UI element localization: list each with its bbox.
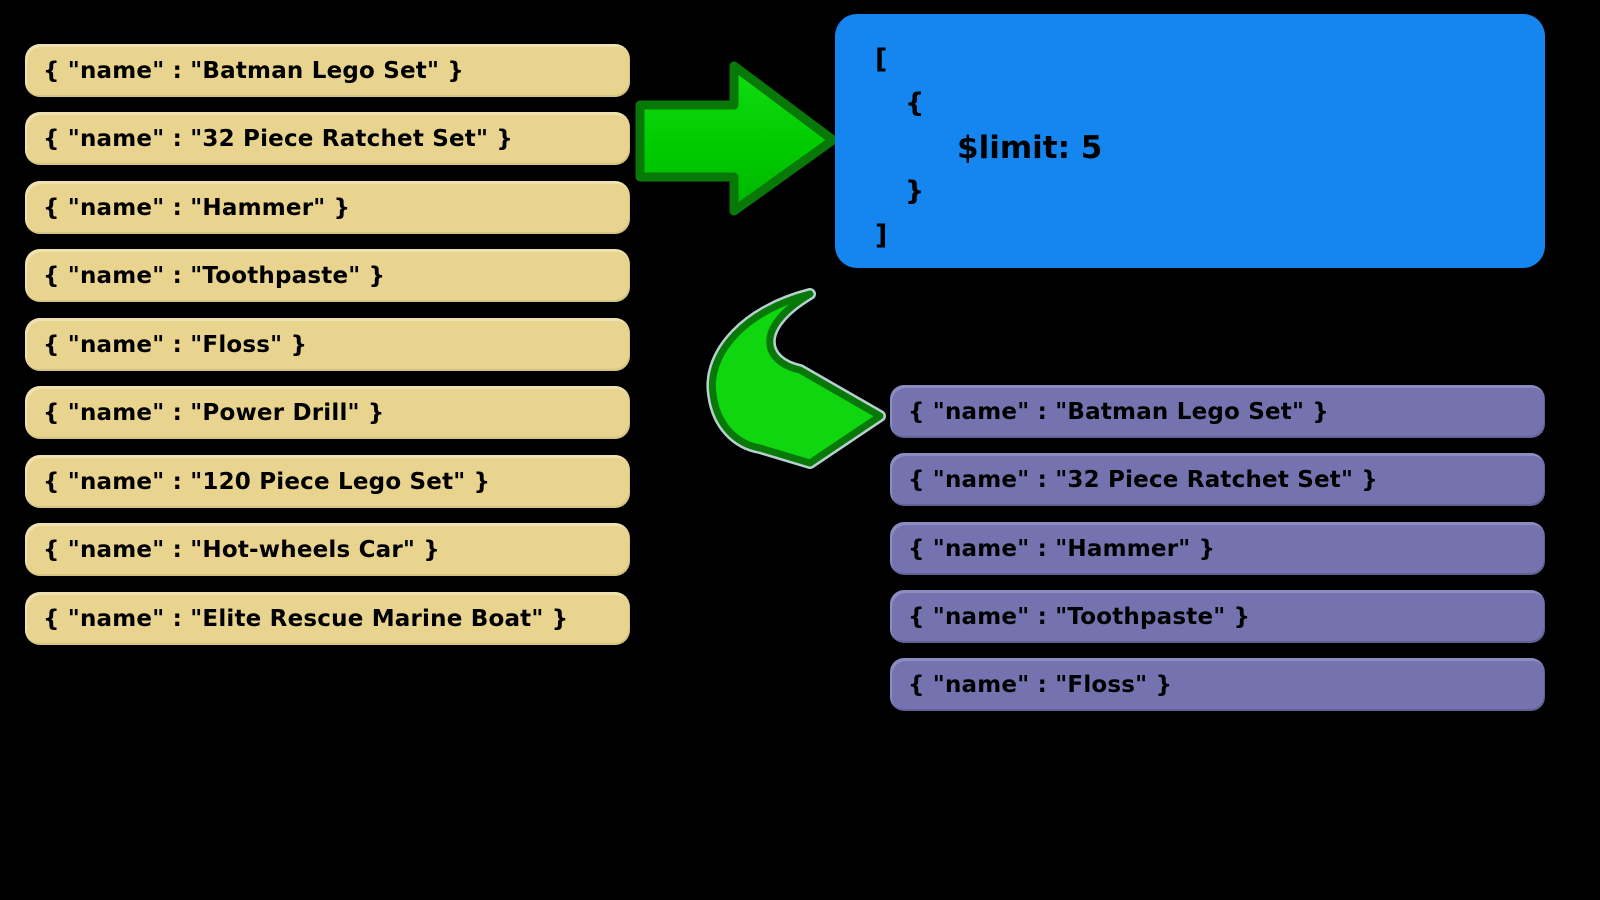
pipeline-box: [ { $limit: 5 } ] [835,14,1545,268]
right-arrow-icon [635,61,838,216]
output-document: { "name" : "Toothpaste" } [890,590,1545,643]
output-document: { "name" : "32 Piece Ratchet Set" } [890,453,1545,506]
curved-arrow-icon [706,288,886,469]
input-document: { "name" : "32 Piece Ratchet Set" } [25,112,630,165]
input-document: { "name" : "Power Drill" } [25,386,630,439]
input-document: { "name" : "Batman Lego Set" } [25,44,630,97]
input-document: { "name" : "Floss" } [25,318,630,371]
input-document: { "name" : "Hammer" } [25,181,630,234]
input-document: { "name" : "Toothpaste" } [25,249,630,302]
input-document: { "name" : "120 Piece Lego Set" } [25,455,630,508]
pipeline-line: ] [875,220,888,251]
pipeline-line: } [905,176,925,207]
output-document: { "name" : "Batman Lego Set" } [890,385,1545,438]
pipeline-line: [ [875,44,888,75]
input-document: { "name" : "Elite Rescue Marine Boat" } [25,592,630,645]
input-document: { "name" : "Hot-wheels Car" } [25,523,630,576]
pipeline-line: { [905,88,925,119]
pipeline-limit-stage: $limit: 5 [957,130,1103,166]
output-document: { "name" : "Floss" } [890,658,1545,711]
output-document: { "name" : "Hammer" } [890,522,1545,575]
